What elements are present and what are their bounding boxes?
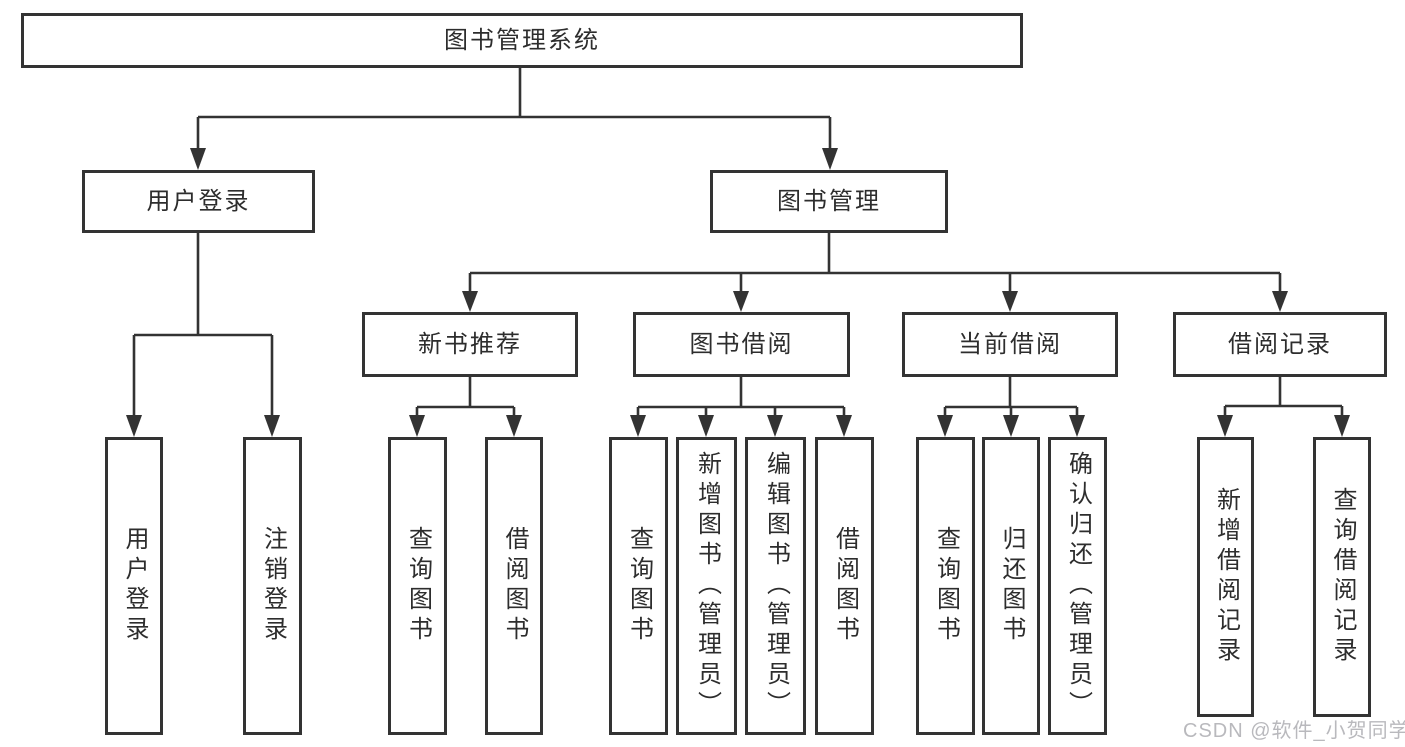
node-book-management: 图书管理 [710, 170, 948, 233]
node-label: 注销登录 [259, 526, 287, 646]
leaf-confirm-return-admin: 确认归还（管理员） [1048, 437, 1107, 735]
node-label: 新增借阅记录 [1212, 487, 1240, 667]
node-label: 当前借阅 [958, 330, 1062, 358]
node-label: 归还图书 [998, 526, 1025, 646]
node-label: 图书管理 [777, 187, 881, 215]
node-label: 图书借阅 [689, 330, 794, 358]
node-label: 借阅记录 [1228, 330, 1332, 358]
node-label: 借阅图书 [501, 526, 528, 646]
leaf-add-books-admin: 新增图书（管理员） [676, 437, 737, 735]
node-label: 确认归还（管理员） [1064, 451, 1092, 721]
node-label: 查询图书 [404, 526, 432, 646]
node-new-book-recommendation: 新书推荐 [362, 312, 578, 377]
leaf-query-books-recommendation: 查询图书 [388, 437, 447, 735]
node-user-login: 用户登录 [82, 170, 315, 233]
leaf-edit-books-admin: 编辑图书（管理员） [745, 437, 806, 735]
leaf-return-books: 归还图书 [982, 437, 1040, 735]
leaf-logout: 注销登录 [243, 437, 302, 735]
node-label: 编辑图书（管理员） [762, 451, 790, 721]
node-current-borrowing: 当前借阅 [902, 312, 1118, 377]
node-label: 新增图书（管理员） [693, 451, 721, 721]
node-label: 借阅图书 [831, 526, 859, 646]
node-label: 图书管理系统 [444, 26, 600, 54]
leaf-borrow-books-borrowing: 借阅图书 [815, 437, 874, 735]
node-label: 查询图书 [625, 526, 653, 646]
leaf-borrow-books-recommendation: 借阅图书 [485, 437, 543, 735]
leaf-user-login: 用户登录 [105, 437, 163, 735]
node-borrowing-records: 借阅记录 [1173, 312, 1387, 377]
node-label: 新书推荐 [418, 330, 522, 358]
node-label: 查询借阅记录 [1329, 487, 1356, 667]
leaf-query-books-current: 查询图书 [916, 437, 975, 735]
csdn-watermark: CSDN @软件_小贺同学 [1183, 720, 1405, 742]
leaf-add-borrowing-record: 新增借阅记录 [1197, 437, 1254, 717]
leaf-query-books-borrowing: 查询图书 [609, 437, 668, 735]
node-label: 用户登录 [146, 187, 251, 215]
node-library-management-system: 图书管理系统 [21, 13, 1023, 68]
node-label: 查询图书 [932, 526, 960, 646]
node-label: 用户登录 [121, 526, 148, 646]
leaf-query-borrowing-record: 查询借阅记录 [1313, 437, 1371, 717]
node-book-borrowing: 图书借阅 [633, 312, 850, 377]
